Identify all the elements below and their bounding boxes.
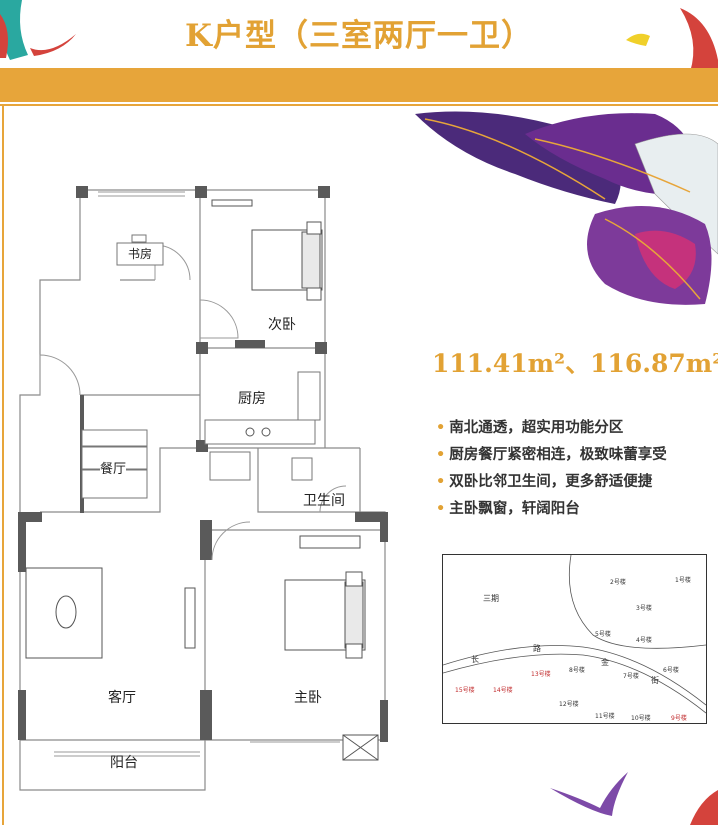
label-study: 书房 <box>128 247 153 261</box>
building-label: 10号楼 <box>631 715 651 722</box>
building-label: 15号楼 <box>455 687 475 694</box>
building-label: 4号楼 <box>636 637 652 644</box>
building-label: 14号楼 <box>493 687 513 694</box>
road-char: 金 <box>601 658 609 667</box>
feature-item: •厨房餐厅紧密相连，极致味蕾享受 <box>436 447 667 463</box>
label-dining: 餐厅 <box>100 458 127 477</box>
wall-block <box>315 342 327 354</box>
bullet-dot: • <box>436 420 446 436</box>
header-line <box>0 104 718 106</box>
building-label: 5号楼 <box>595 631 611 638</box>
building-label: 7号楼 <box>623 673 639 680</box>
feature-item: •主卧飘窗，轩阔阳台 <box>436 501 580 517</box>
wall-block <box>195 186 207 198</box>
wall-segment <box>380 512 388 542</box>
bullet-dot: • <box>436 447 446 463</box>
page-title: K户型（三室两厅一卫） <box>185 18 533 54</box>
feature-item: •南北通透，超实用功能分区 <box>436 420 624 436</box>
wall-segment <box>18 512 42 522</box>
building-label: 8号楼 <box>569 667 585 674</box>
kitchen-sink <box>297 371 321 421</box>
bullet-dot: • <box>436 501 446 517</box>
decor-top-right <box>626 8 718 72</box>
phase-label: 三期 <box>483 594 499 603</box>
toilet <box>291 457 313 481</box>
door-bedroom2 <box>199 299 239 339</box>
gold-vein-lines <box>424 118 701 300</box>
feature-item: •双卧比邻卫生间，更多舒适便捷 <box>436 474 653 490</box>
bullet-dot: • <box>436 474 446 490</box>
building-label: 12号楼 <box>559 701 579 708</box>
wall-segment <box>235 340 265 348</box>
bed-pillows <box>301 231 321 289</box>
wall-block <box>318 186 330 198</box>
site-map-roads <box>443 555 706 714</box>
door-master <box>211 521 251 561</box>
left-border-line <box>2 104 4 825</box>
building-label: 13号楼 <box>531 671 551 678</box>
road-char: 街 <box>651 676 659 685</box>
nightstand <box>306 221 322 235</box>
building-label: 2号楼 <box>610 579 626 586</box>
leaf-decoration <box>415 111 718 305</box>
wall-block <box>196 342 208 354</box>
study-desk <box>116 242 164 266</box>
wall-segment <box>200 690 212 740</box>
building-label: 6号楼 <box>663 667 679 674</box>
radiator <box>211 199 253 207</box>
wall-segment <box>18 690 26 740</box>
swallow-red-icon <box>30 34 76 56</box>
nightstand <box>306 287 322 301</box>
swallow-purple-icon <box>550 772 628 816</box>
building-label: 9号楼 <box>671 715 687 722</box>
decor-bottom-right <box>690 790 718 825</box>
door-bath <box>319 485 347 513</box>
radiator-master <box>299 535 361 549</box>
wall-segment <box>200 520 212 560</box>
yellow-bird-icon <box>626 33 650 46</box>
building-label: 3号楼 <box>636 605 652 612</box>
study-chair <box>131 234 147 243</box>
building-label: 11号楼 <box>595 713 615 720</box>
wall-segment <box>380 700 388 742</box>
area-text: 111.41m²、116.87m² <box>432 349 718 378</box>
red-leaf-shape <box>0 14 8 58</box>
header-bar <box>0 68 718 102</box>
site-map: 三期 长 路 金 街 2号楼 1号楼 3号楼 5号楼 4号楼 6号楼 7号楼 8… <box>442 554 707 724</box>
building-label: 1号楼 <box>675 577 691 584</box>
floor-plan <box>18 186 388 791</box>
label-second-bedroom: 次卧 <box>268 317 296 333</box>
decor-top-left <box>0 0 76 60</box>
tv-cabinet <box>184 587 196 649</box>
label-bathroom: 卫生间 <box>303 493 345 509</box>
red-swallow-wing <box>680 8 718 72</box>
kitchen-counter <box>204 419 316 445</box>
bath-sink <box>209 451 251 481</box>
wall-segment <box>355 512 385 522</box>
label-balcony: 阳台 <box>110 755 138 771</box>
road-char: 长 <box>471 655 479 664</box>
coffee-table <box>55 595 77 629</box>
magenta-leaf <box>635 230 696 289</box>
wall-block <box>76 186 88 198</box>
master-pillows <box>344 581 364 649</box>
door-entry <box>39 354 81 396</box>
label-master-bedroom: 主卧 <box>294 690 322 706</box>
label-kitchen: 厨房 <box>238 391 266 407</box>
label-living: 客厅 <box>108 690 136 706</box>
wall-segment <box>18 512 26 572</box>
road-char: 路 <box>533 644 541 653</box>
